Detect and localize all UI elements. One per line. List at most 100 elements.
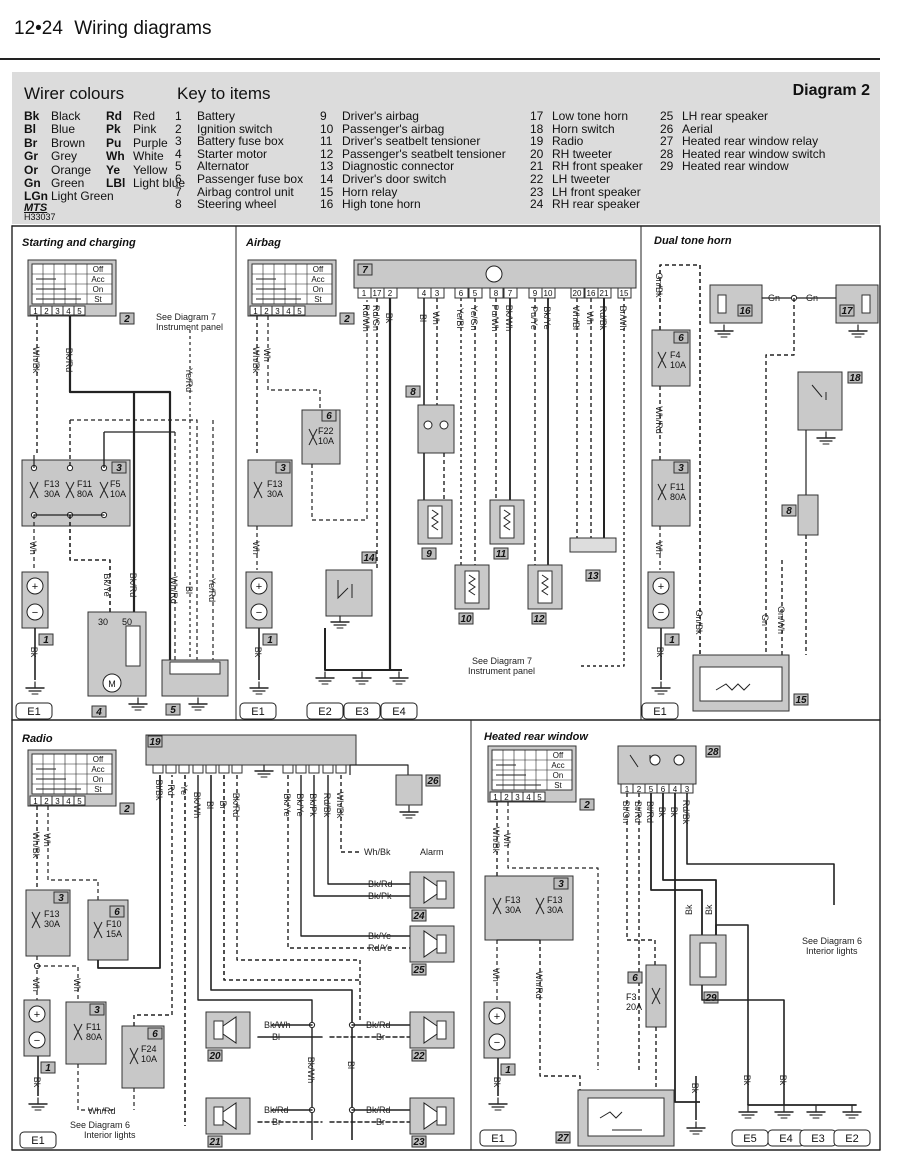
page-number: 12•24 (14, 18, 63, 39)
item-number: 15 (795, 695, 807, 706)
wire-label: Rd/Bk (681, 800, 691, 825)
item-number-box (585, 569, 601, 582)
wire-label: Bk/Ye (295, 793, 305, 816)
wire-label: Wh/Bk (491, 827, 501, 854)
earth-point-label: E2 (845, 1133, 858, 1145)
airbag-coil (503, 509, 511, 531)
fuse-label: F11 (86, 1022, 101, 1032)
earth-point-label: E1 (251, 706, 264, 718)
wire-label: Bk/Pk (308, 793, 318, 817)
wire-label: Bl (184, 586, 194, 594)
note-instrument-panel: Instrument panel (156, 322, 223, 332)
battery-terminal (652, 577, 670, 595)
airbag-pin-label: 5 (473, 289, 478, 298)
battery-terminal (488, 1033, 506, 1051)
item-number-box (361, 551, 377, 564)
airbag-pin-label: 4 (422, 289, 427, 298)
item-number: 18 (849, 373, 861, 384)
wire-label: Bk/Ye (102, 573, 112, 596)
item-number: 14 (363, 553, 375, 564)
speaker-coil (213, 1020, 224, 1040)
wire-label: Bl/Gn (621, 801, 631, 824)
ignition-position: Off (93, 755, 104, 764)
item-number-box (262, 633, 278, 646)
airbag-igniter (464, 570, 480, 604)
wire-bk (674, 793, 700, 1103)
item-number-box (91, 705, 107, 718)
item-number: 6 (152, 1029, 158, 1040)
battery-terminal (28, 1031, 46, 1049)
airbag-ecu-symbol (485, 265, 503, 283)
item-number-box (411, 1049, 427, 1062)
earth-point-label: E1 (31, 1135, 44, 1147)
item-number: 29 (704, 993, 717, 1004)
fuse-rating: 80A (77, 489, 93, 499)
fuse-symbol (492, 897, 502, 915)
wire-bk-rd (68, 316, 172, 660)
wire-rd-ye (287, 775, 410, 949)
earth-point-box (641, 702, 679, 720)
earth-point-box (306, 702, 344, 720)
wire-label: Bl (272, 1032, 280, 1042)
wire-label: Rd/Bk (598, 306, 608, 331)
wire-label: Wh/Bk (31, 832, 41, 859)
earth-point-label: E4 (392, 706, 405, 718)
fuse-symbol (253, 481, 263, 499)
note-interior-lights: Interior lights (806, 946, 858, 956)
wire-label: Bl (418, 314, 428, 322)
wire-label: Bk/Wh (264, 1020, 291, 1030)
item-number: 6 (632, 973, 638, 984)
item-number: 23 (412, 1137, 425, 1148)
item-number-box (147, 735, 163, 748)
item-number: 3 (558, 879, 564, 890)
airbag-pin-label: 1 (362, 289, 367, 298)
wire-label: Bk/Rd (368, 879, 393, 889)
wire-label: Bl/Bk (154, 779, 164, 801)
speaker-cone (423, 876, 438, 904)
wire-label: Rd/Gn (371, 305, 381, 331)
wire-label: Ye (179, 785, 189, 795)
item-number-box (493, 547, 509, 560)
item-number-box (793, 693, 809, 706)
item-number-box (411, 963, 427, 976)
hrw-switch-pin-label: 6 (661, 785, 666, 794)
item-number: 19 (149, 737, 161, 748)
wire (765, 298, 795, 655)
wire-br-wh (578, 298, 625, 667)
hrw-switch-pin-label: 2 (637, 785, 642, 794)
wire-label: Bk/Ye (368, 931, 391, 941)
airbag-coil (431, 509, 439, 531)
wire-colours-heading: Wirer colours (24, 84, 125, 103)
battery-terminal (250, 577, 268, 595)
wire-label: Bl (205, 801, 215, 809)
item-number-box (275, 461, 291, 474)
wire-label: Bk/Pk (368, 891, 392, 901)
item-number: 3 (116, 463, 122, 474)
airbag-pin-label: 20 (573, 289, 582, 298)
door-switch-contact (337, 580, 353, 600)
item-number: 27 (556, 1133, 569, 1144)
item-number-box (737, 304, 753, 317)
ignition-pin (73, 795, 86, 806)
earth-point-label: E5 (743, 1133, 756, 1145)
fuse-symbol (535, 897, 545, 915)
wire (539, 940, 581, 1090)
wire-label: Rd/Ye (368, 943, 392, 953)
battery-terminal (28, 1005, 46, 1023)
page-header: 12•24 Wiring diagrams (14, 18, 211, 40)
battery-minus: − (256, 607, 262, 619)
fuse-rating: 10A (670, 360, 686, 370)
wire-label: Rd/Bk (322, 793, 332, 818)
wire-br (223, 775, 360, 981)
